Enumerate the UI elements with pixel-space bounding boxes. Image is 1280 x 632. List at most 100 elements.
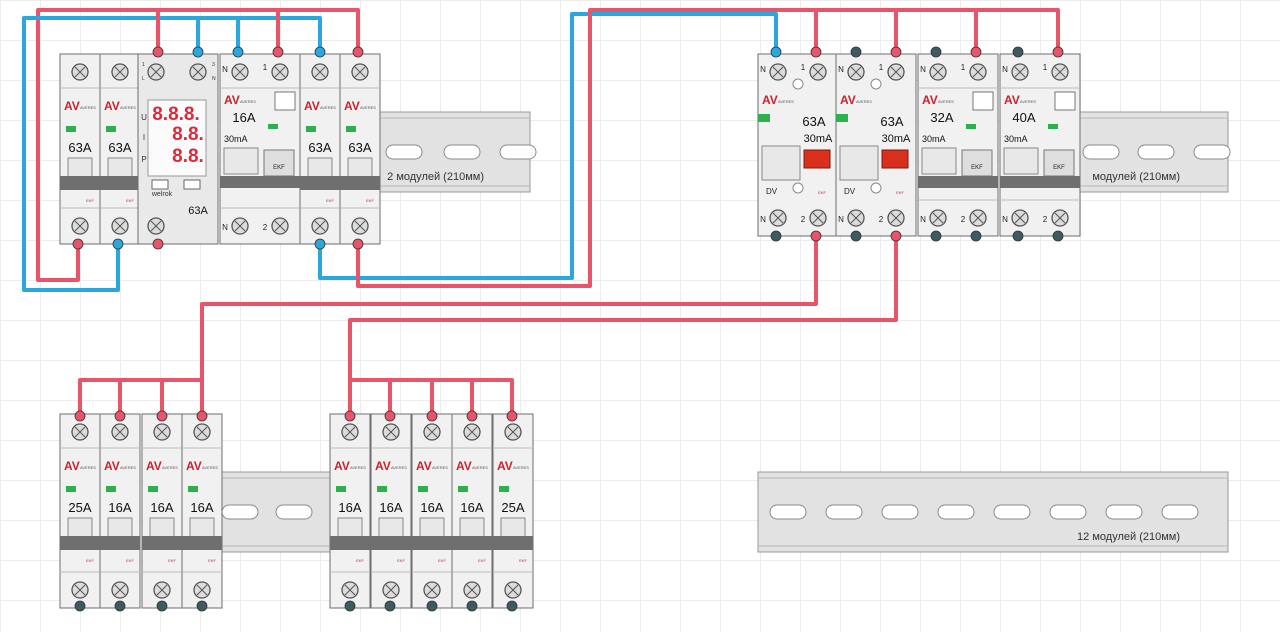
rcd-rating: 40A: [1012, 110, 1035, 125]
meter-button: [151, 179, 169, 190]
breaker-rating: 16A: [108, 500, 131, 515]
screw-slot: [74, 426, 86, 438]
averes-logo: AV: [64, 459, 80, 473]
screw-slot: [114, 220, 126, 232]
averes-logo: AV: [1004, 93, 1020, 107]
neutral-wire-feed: [22, 16, 322, 292]
ekf-mark: EKF: [971, 165, 983, 171]
terminal-dot: [506, 410, 518, 422]
averes-logo: AV: [840, 93, 856, 107]
breaker-body: [99, 413, 141, 609]
screw-slot: [507, 584, 519, 596]
screw-slot: [114, 66, 126, 78]
toggle-band: [1000, 176, 1080, 188]
rail-slot: [937, 504, 975, 520]
terminal-mark-n: N: [1002, 215, 1008, 224]
status-indicator: [106, 126, 116, 132]
rcd-leakage: 30mA: [1004, 134, 1028, 144]
terminal-dot: [156, 410, 168, 422]
lcd-panel: [147, 99, 207, 177]
screw-slot: [466, 426, 478, 438]
terminal-dot: [770, 46, 782, 58]
meter-terminal-mark: N: [212, 76, 216, 82]
toggle-band: [100, 536, 140, 550]
screw-slot: [114, 584, 126, 596]
breaker-rating: 16A: [379, 500, 402, 515]
phase-wire-group-2: [348, 234, 898, 418]
ekf-mark: EKF: [273, 165, 285, 171]
breaker-rating: 16A: [338, 500, 361, 515]
rail-slot: [1137, 144, 1175, 160]
averes-logo: AV: [456, 459, 472, 473]
rcd-lever: [921, 147, 957, 175]
toggle-band: [182, 536, 222, 550]
screw-slot: [344, 426, 356, 438]
terminal-mark-1: 1: [263, 63, 268, 72]
averes-name: AVERES: [938, 99, 954, 104]
breaker-body: [370, 413, 412, 609]
breaker-body: [141, 413, 183, 609]
test-button: [1043, 149, 1075, 177]
screw-slot: [972, 212, 984, 224]
unused-terminal-dot: [1012, 46, 1024, 58]
ekf-mark: EKF: [86, 198, 94, 203]
screw-slot: [426, 584, 438, 596]
terminal-mark-2: 2: [263, 223, 268, 232]
screw-slot: [812, 66, 824, 78]
ekf-mark: EKF: [1053, 165, 1065, 171]
terminal-mark-n: N: [760, 65, 766, 74]
test-button: [263, 149, 295, 177]
averes-logo: AV: [375, 459, 391, 473]
terminal-dot: [152, 238, 164, 250]
screw-slot: [314, 66, 326, 78]
rcd-lever: [1003, 147, 1039, 175]
terminal-dot: [232, 46, 244, 58]
terminal-mark-1: 1: [961, 63, 966, 72]
rcd-body: [917, 53, 999, 237]
rail-slot: [1105, 504, 1143, 520]
screw-slot: [192, 66, 204, 78]
terminal-dot: [384, 410, 396, 422]
unused-terminal-dot: [770, 230, 782, 242]
screw-slot: [812, 212, 824, 224]
test-button-red: [881, 149, 909, 169]
status-indicator: [66, 486, 76, 492]
meter-terminal-mark: 3: [212, 62, 215, 68]
rail-slot: [275, 504, 313, 520]
rail-label: 2 модулей (210мм): [387, 171, 484, 183]
averes-name: AVERES: [120, 105, 136, 110]
averes-name: AVERES: [856, 99, 872, 104]
breaker-rating: 63A: [348, 140, 371, 155]
screw-slot: [426, 426, 438, 438]
screw-cover: [792, 182, 804, 194]
screw-cover: [870, 78, 882, 90]
averes-name: AVERES: [320, 105, 336, 110]
terminal-dot: [72, 238, 84, 250]
screw-slot: [1054, 66, 1066, 78]
screw-slot: [196, 584, 208, 596]
averes-name: AVERES: [513, 465, 529, 470]
averes-name: AVERES: [240, 99, 256, 104]
screw-slot: [156, 584, 168, 596]
breaker-rating: 16A: [150, 500, 173, 515]
screw-slot: [507, 426, 519, 438]
unused-terminal-dot: [114, 600, 126, 612]
averes-name: AVERES: [162, 465, 178, 470]
rail-slot: [1082, 144, 1120, 160]
terminal-dot: [344, 410, 356, 422]
breaker-rating: 25A: [501, 500, 524, 515]
toggle-band: [60, 176, 100, 190]
toggle-band: [60, 536, 100, 550]
unused-terminal-dot: [1052, 230, 1064, 242]
test-button: [961, 149, 993, 177]
terminal-dot: [970, 46, 982, 58]
meter-maker: welrok: [151, 191, 173, 198]
terminal-mark-n: N: [838, 215, 844, 224]
